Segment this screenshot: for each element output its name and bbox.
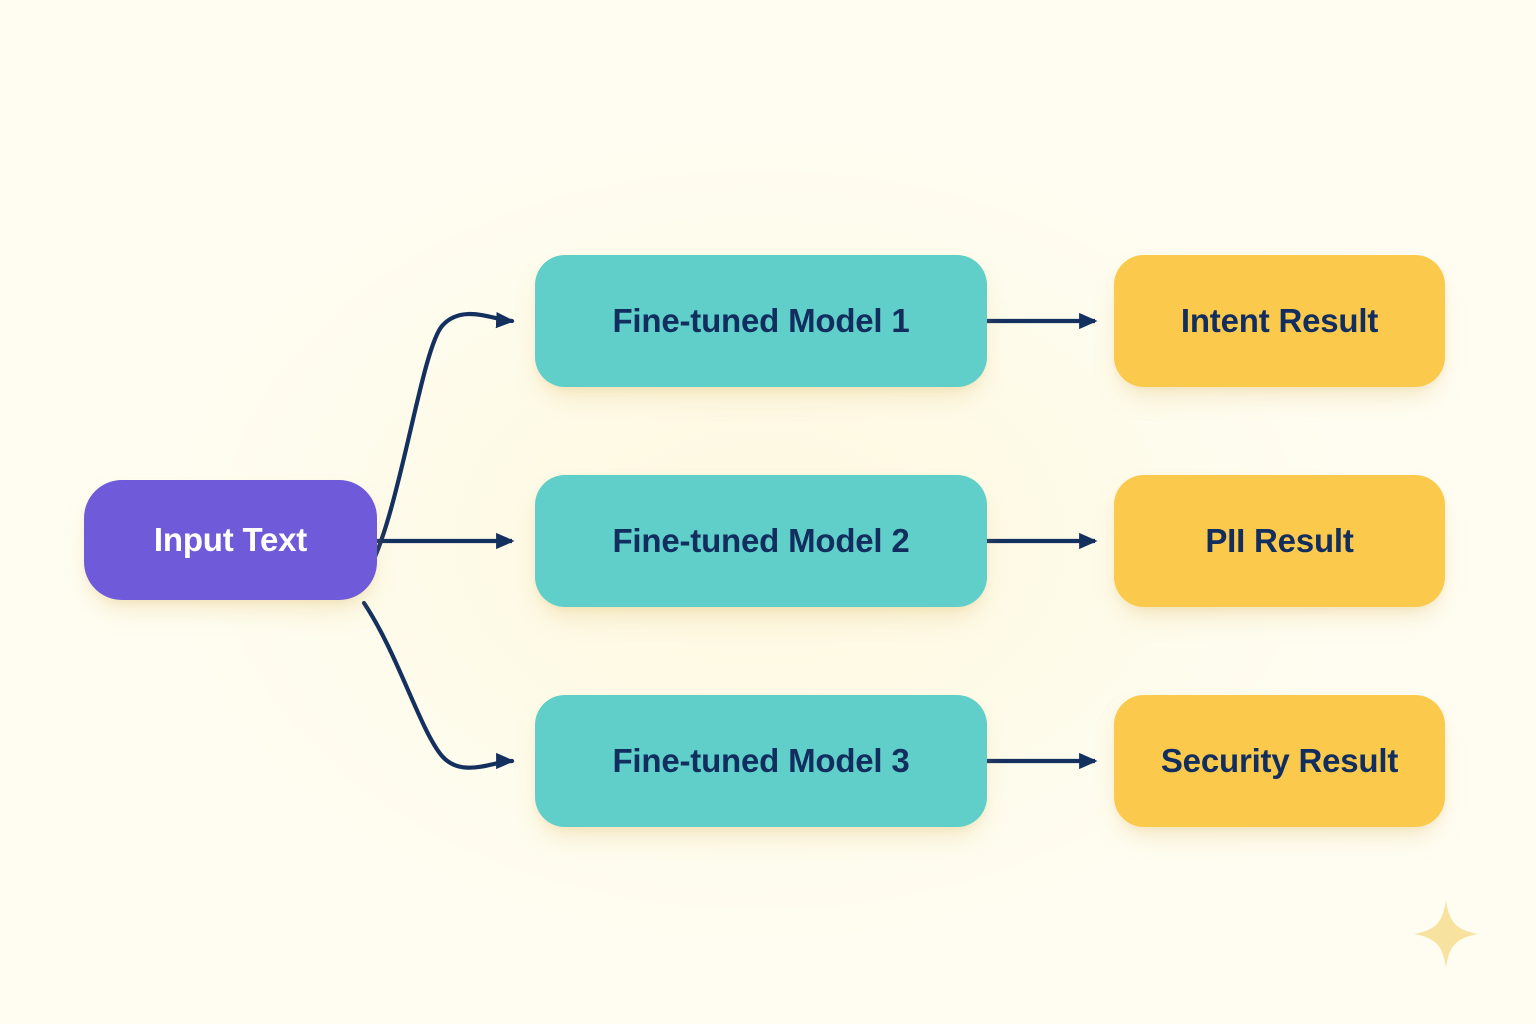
edge-input-to-model-1 [361, 311, 515, 581]
node-fine-tuned-model-1-label: Fine-tuned Model 1 [612, 302, 910, 339]
node-security-result-label: Security Result [1160, 742, 1399, 779]
node-fine-tuned-model-3[interactable]: Fine-tuned Model 3 [535, 695, 987, 827]
node-security-result[interactable]: Security Result [1114, 695, 1445, 827]
node-input-text-label: Input Text [153, 521, 308, 558]
node-pii-result-label: PII Result [1205, 522, 1354, 559]
node-intent-result[interactable]: Intent Result [1114, 255, 1445, 387]
node-fine-tuned-model-2[interactable]: Fine-tuned Model 2 [535, 475, 987, 607]
sparkle-icon [1414, 900, 1478, 968]
node-fine-tuned-model-2-label: Fine-tuned Model 2 [612, 522, 910, 559]
node-pii-result[interactable]: PII Result [1114, 475, 1445, 607]
edge-input-to-model-3 [361, 600, 515, 770]
node-input-text[interactable]: Input Text [84, 480, 377, 600]
node-intent-result-label: Intent Result [1180, 302, 1379, 339]
node-fine-tuned-model-3-label: Fine-tuned Model 3 [612, 742, 910, 779]
node-fine-tuned-model-1[interactable]: Fine-tuned Model 1 [535, 255, 987, 387]
